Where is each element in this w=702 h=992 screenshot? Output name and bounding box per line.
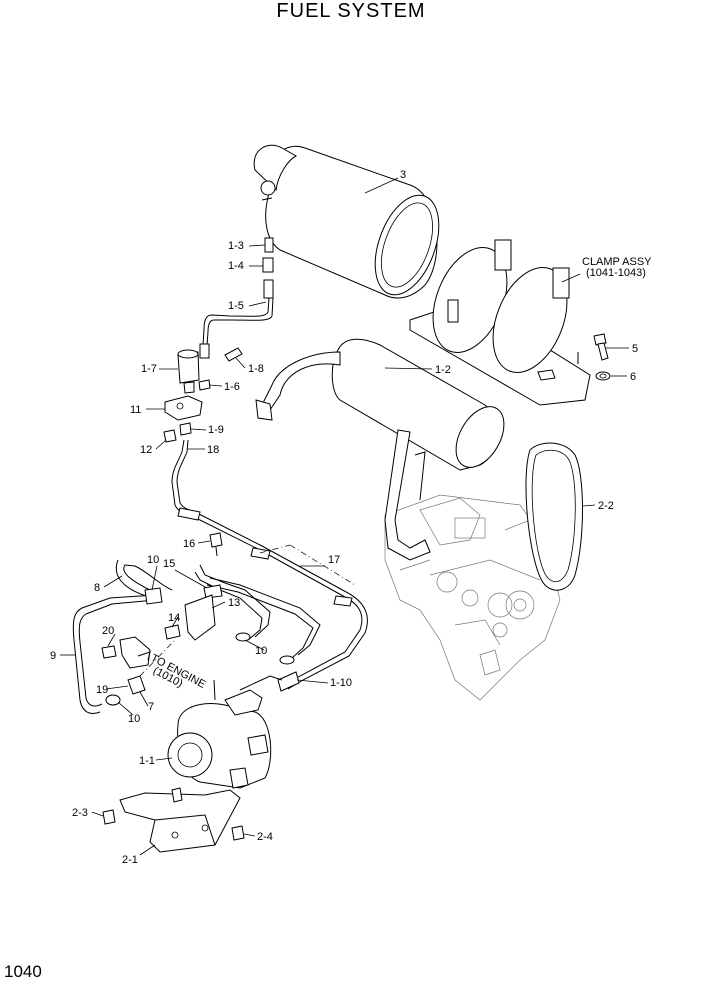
bolt-5 [593, 333, 609, 361]
callout-20: 20 [102, 625, 114, 637]
bracket-20 [101, 636, 151, 669]
callout-10-bottom: 10 [128, 713, 140, 725]
mounting-bracket [119, 787, 241, 853]
page-number: 1040 [4, 962, 42, 981]
callout-1-5: 1-5 [228, 300, 244, 312]
bracket-13 [184, 594, 216, 641]
to-engine-arrow-icon [137, 651, 151, 661]
fitting-7-19 [127, 639, 176, 695]
callout-1-7: 1-7 [141, 363, 157, 375]
callout-5: 5 [632, 343, 638, 355]
tank-outlet-fittings [199, 237, 274, 359]
tank-clamp-assembly [409, 239, 591, 406]
callout-2-4: 2-4 [257, 831, 273, 843]
bolt-12 [163, 429, 177, 443]
vaporizer-regulator [167, 675, 283, 789]
coolant-hoses [72, 559, 321, 714]
callout-1-8: 1-8 [248, 363, 264, 375]
fitting-14 [164, 624, 181, 640]
leader-lines [60, 177, 629, 856]
callout-9: 9 [50, 650, 56, 662]
fuel-filter [177, 349, 200, 394]
lpg-fuel-tank [253, 144, 440, 299]
callout-2-3: 2-3 [72, 807, 88, 819]
callout-7: 7 [148, 701, 154, 713]
fitting-1-8 [224, 347, 243, 362]
callout-16: 16 [183, 538, 195, 550]
callout-1-2: 1-2 [435, 364, 451, 376]
callout-1-1: 1-1 [139, 755, 155, 767]
clamp-assy-note: CLAMP ASSY [582, 256, 652, 268]
fitting-1-9 [179, 422, 192, 436]
callout-1-3: 1-3 [228, 240, 244, 252]
callout-13: 13 [228, 597, 240, 609]
fuel-hose-line [171, 439, 368, 692]
callout-8: 8 [94, 582, 100, 594]
callout-10-mid: 10 [255, 645, 267, 657]
callout-3: 3 [400, 169, 406, 181]
bolt-16 [209, 532, 223, 557]
bolt-2-3 [102, 809, 116, 825]
callout-2-2: 2-2 [598, 500, 614, 512]
callout-14: 14 [168, 612, 180, 624]
callout-17: 17 [328, 554, 340, 566]
callout-1-4: 1-4 [228, 260, 244, 272]
fitting-1-6 [198, 379, 211, 391]
callout-2-1: 2-1 [122, 854, 138, 866]
lpg-vaporizer-canister [255, 338, 505, 561]
callout-1-10: 1-10 [330, 677, 352, 689]
callout-18: 18 [207, 444, 219, 456]
bolt-2-4 [231, 825, 245, 841]
callout-10-top: 10 [147, 554, 159, 566]
callout-15: 15 [163, 558, 175, 570]
callout-1-9: 1-9 [208, 424, 224, 436]
callout-19: 19 [96, 684, 108, 696]
callout-11: 11 [130, 404, 141, 416]
bracket-11 [164, 395, 203, 421]
fan-belt [525, 442, 583, 591]
callout-1-6: 1-6 [224, 381, 240, 393]
page-title: FUEL SYSTEM [276, 0, 426, 22]
clamp-assy-ref: (1041-1043) [586, 267, 646, 279]
callout-6: 6 [630, 371, 636, 383]
callout-12: 12 [140, 444, 152, 456]
washer-6 [595, 371, 611, 381]
